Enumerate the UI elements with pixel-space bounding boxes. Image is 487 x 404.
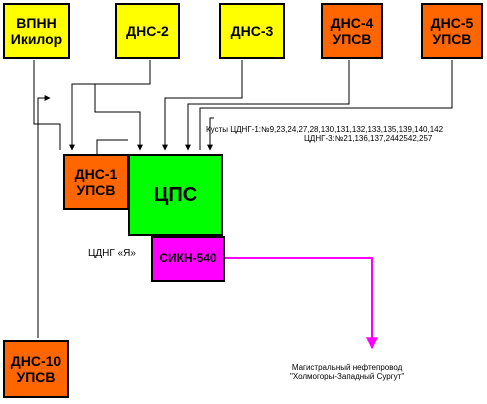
node-dns3: ДНС-3 bbox=[219, 3, 285, 59]
cdng-ya-label: ЦДНГ «Я» bbox=[88, 248, 136, 259]
dns4-line2: УПСВ bbox=[332, 31, 372, 47]
dns1-line1: ДНС-1 bbox=[74, 165, 118, 182]
pipeline-line bbox=[225, 257, 378, 350]
line-kusty-to-cps bbox=[207, 117, 214, 151]
pipeline-line1: Магистральный нефтепровод bbox=[291, 363, 403, 372]
line-vpnn-down bbox=[33, 60, 61, 150]
dns2-label: ДНС-2 bbox=[126, 22, 169, 39]
vpnn-line2: Икилор bbox=[10, 31, 63, 47]
kusty-line1: Кусты ЦДНГ-1:№9,23,24,27,28,130,131,132,… bbox=[206, 125, 444, 134]
node-sikn: СИКН-540 bbox=[151, 236, 225, 282]
dns4-line1: ДНС-4 bbox=[330, 14, 374, 31]
line-dns2-to-cps bbox=[94, 84, 143, 151]
dns5-line2: УПСВ bbox=[432, 31, 472, 47]
vpnn-line1: ВПНН bbox=[16, 14, 57, 31]
dns10-line2: УПСВ bbox=[16, 369, 56, 385]
line-dns3-to-cps bbox=[162, 60, 243, 151]
dns5-line1: ДНС-5 bbox=[430, 14, 474, 31]
line-dns2-down bbox=[69, 60, 151, 151]
node-cps: ЦПС bbox=[128, 154, 223, 236]
dns3-label: ДНС-3 bbox=[230, 22, 274, 39]
line-dns5-to-cps bbox=[199, 60, 453, 150]
pipeline-line2: "Холмогоры-Западный Сургут" bbox=[290, 372, 405, 381]
line-dns1-to-cps bbox=[96, 139, 128, 154]
line-dns4-to-cps bbox=[185, 60, 350, 151]
dns10-line1: ДНС-10 bbox=[10, 352, 62, 369]
pipeline-label: Магистральный нефтепровод "Холмогоры-Зап… bbox=[290, 363, 404, 381]
sikn-label: СИКН-540 bbox=[159, 251, 217, 266]
kusty-label: Кусты ЦДНГ-1:№9,23,24,27,28,130,131,132,… bbox=[206, 125, 443, 143]
node-dns2: ДНС-2 bbox=[115, 3, 180, 59]
cps-label: ЦПС bbox=[153, 183, 198, 206]
kusty-line2: ЦДНГ-3:№21,136,137,2442542,257 bbox=[304, 134, 433, 143]
line-dns10-up bbox=[37, 95, 51, 338]
dns1-line2: УПСВ bbox=[76, 182, 116, 198]
